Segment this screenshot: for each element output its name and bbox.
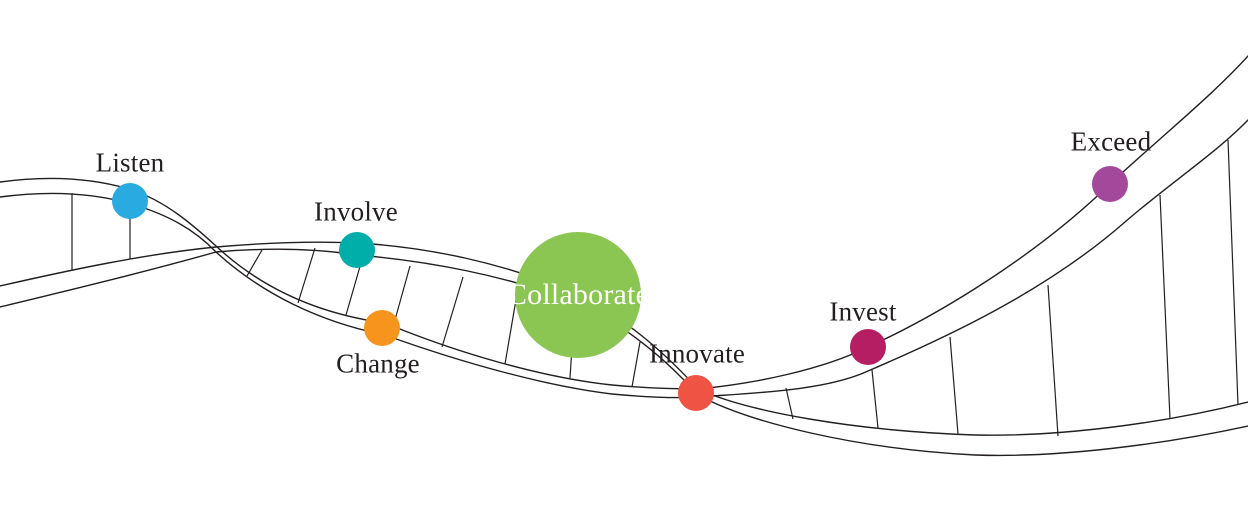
helix-rung-14 [1159, 194, 1171, 420]
milestone-label-involve: Involve [314, 196, 398, 227]
helix-rung-9 [631, 341, 641, 388]
helix-rung-15 [1227, 139, 1239, 406]
helix-rung-3 [297, 247, 316, 304]
milestone-circle-change [364, 310, 400, 346]
milestone-nodes [112, 166, 1128, 411]
milestone-label-change: Change [336, 348, 420, 379]
milestone-circle-exceed [1092, 166, 1128, 202]
helix-rung-10 [785, 387, 794, 420]
milestone-circle-innovate [678, 375, 714, 411]
milestone-circle-involve [339, 232, 375, 268]
strand-a-lower [0, 119, 1248, 399]
milestone-label-invest: Invest [829, 296, 897, 327]
milestone-label-innovate: Innovate [648, 338, 746, 369]
helix-rung-6 [441, 276, 464, 348]
strand-a-upper [0, 55, 1248, 390]
helix-rung-13 [1047, 284, 1059, 437]
milestone-circle-invest [850, 329, 886, 365]
milestone-circle-listen [112, 183, 148, 219]
milestone-circle-collaborate [515, 232, 641, 358]
helix-rung-11 [871, 369, 879, 429]
milestone-label-listen: Listen [95, 147, 165, 178]
helix-rung-2 [246, 249, 263, 277]
helix-rungs [71, 139, 1239, 437]
milestone-label-exceed: Exceed [1070, 126, 1152, 157]
milestone-label-collaborate: Collaborate [506, 278, 650, 311]
helix-rung-12 [949, 336, 959, 435]
